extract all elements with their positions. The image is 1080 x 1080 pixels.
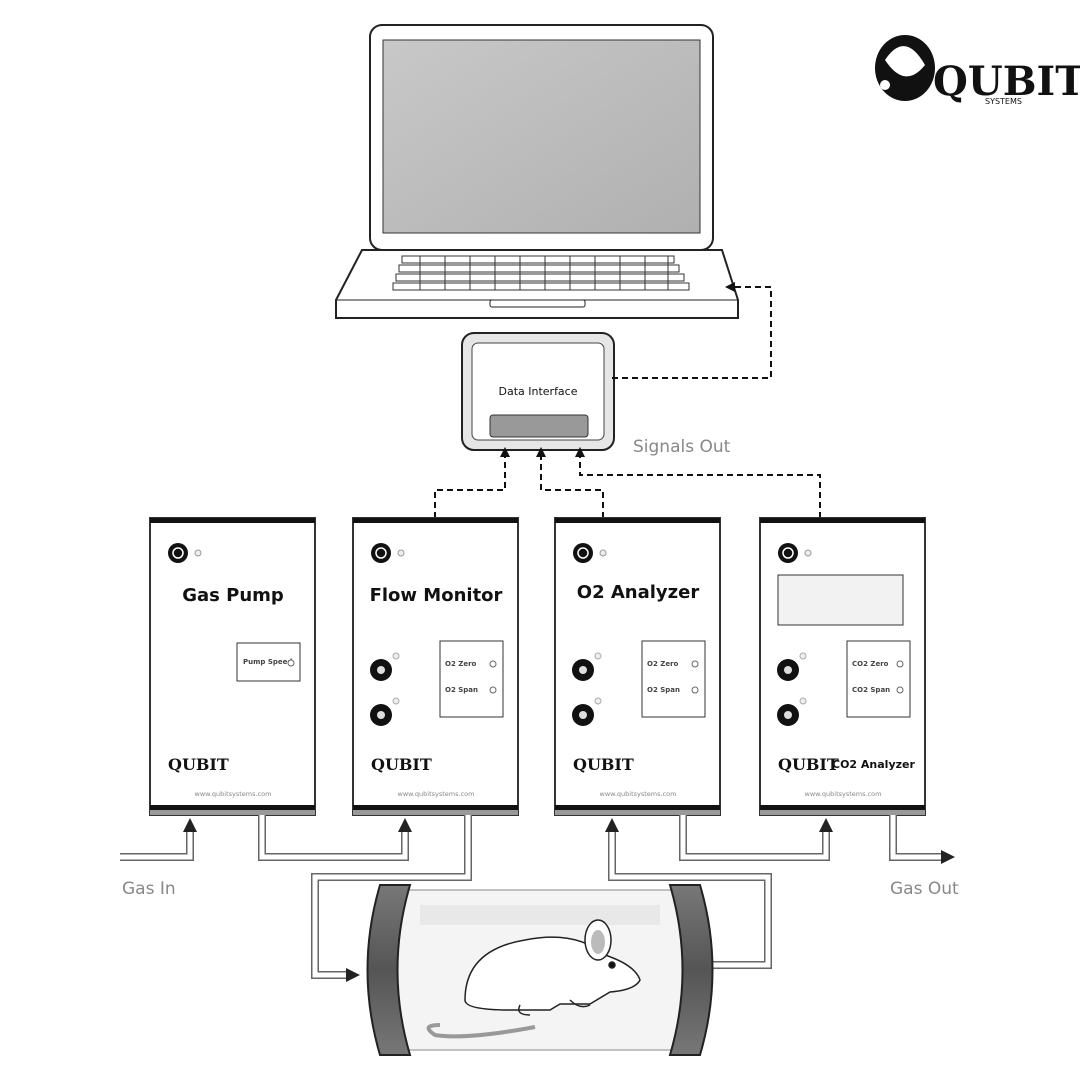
calibration-knob[interactable] xyxy=(896,660,904,668)
unit-logo: QUBIT xyxy=(573,755,634,774)
unit-url: www.qubitsystems.com xyxy=(398,790,475,798)
co2-analyzer-title: CO2 Analyzer xyxy=(832,758,915,771)
animal-chamber xyxy=(366,884,714,1056)
gas-out-pipe xyxy=(889,815,945,861)
unit-logo: QUBIT xyxy=(778,755,839,774)
power-icon[interactable] xyxy=(371,543,391,563)
gas-out-label: Gas Out xyxy=(890,879,959,899)
calibration-knob[interactable] xyxy=(691,686,699,694)
power-icon[interactable] xyxy=(778,543,798,563)
unit-logo: QUBIT xyxy=(371,755,432,774)
led-indicator xyxy=(804,549,812,557)
data-interface: Data Interface xyxy=(461,332,615,451)
calibration-label: CO2 Zero xyxy=(852,660,889,668)
qubit-logo: QUBIT SYSTEMS xyxy=(875,35,1080,106)
unit-title: O2 Analyzer xyxy=(577,582,700,603)
signal-lines xyxy=(434,282,821,518)
led-indicator xyxy=(397,549,405,557)
calibration-knob[interactable] xyxy=(896,686,904,694)
o2-to-co2-pipe xyxy=(679,815,830,861)
gas-in-label: Gas In xyxy=(122,879,176,899)
pump-to-flow-pipe xyxy=(258,815,409,861)
calibration-knob[interactable] xyxy=(489,686,497,694)
calibration-knob[interactable] xyxy=(489,660,497,668)
calibration-label: O2 Span xyxy=(647,686,680,694)
calibration-label: O2 Span xyxy=(445,686,478,694)
power-icon[interactable] xyxy=(573,543,593,563)
data-interface-label: Data Interface xyxy=(498,385,577,398)
calibration-label: CO2 Span xyxy=(852,686,890,694)
logo-text: QUBIT xyxy=(933,58,1080,105)
signals-out-label: Signals Out xyxy=(633,437,731,457)
keyboard xyxy=(392,255,690,291)
laptop xyxy=(335,24,739,319)
calibration-label: O2 Zero xyxy=(647,660,679,668)
gas-pipes xyxy=(120,815,955,982)
unit-url: www.qubitsystems.com xyxy=(600,790,677,798)
pump-speed-label: Pump Speed xyxy=(243,658,292,666)
power-icon[interactable] xyxy=(168,543,188,563)
calibration-knob[interactable] xyxy=(691,660,699,668)
led-indicator xyxy=(194,549,202,557)
led-indicator xyxy=(599,549,607,557)
calibration-label: O2 Zero xyxy=(445,660,477,668)
logo-sub: SYSTEMS xyxy=(985,97,1022,106)
display-screen xyxy=(777,574,904,626)
unit-logo: QUBIT xyxy=(168,755,229,774)
mouse-illustration xyxy=(426,919,641,1039)
unit-url: www.qubitsystems.com xyxy=(805,790,882,798)
gas-in-pipe xyxy=(120,828,194,861)
unit-title: Gas Pump xyxy=(182,585,284,606)
laptop-screen xyxy=(382,39,701,234)
unit-title: Flow Monitor xyxy=(370,585,503,606)
pump-speed-knob[interactable] xyxy=(287,659,295,667)
unit-url: www.qubitsystems.com xyxy=(195,790,272,798)
